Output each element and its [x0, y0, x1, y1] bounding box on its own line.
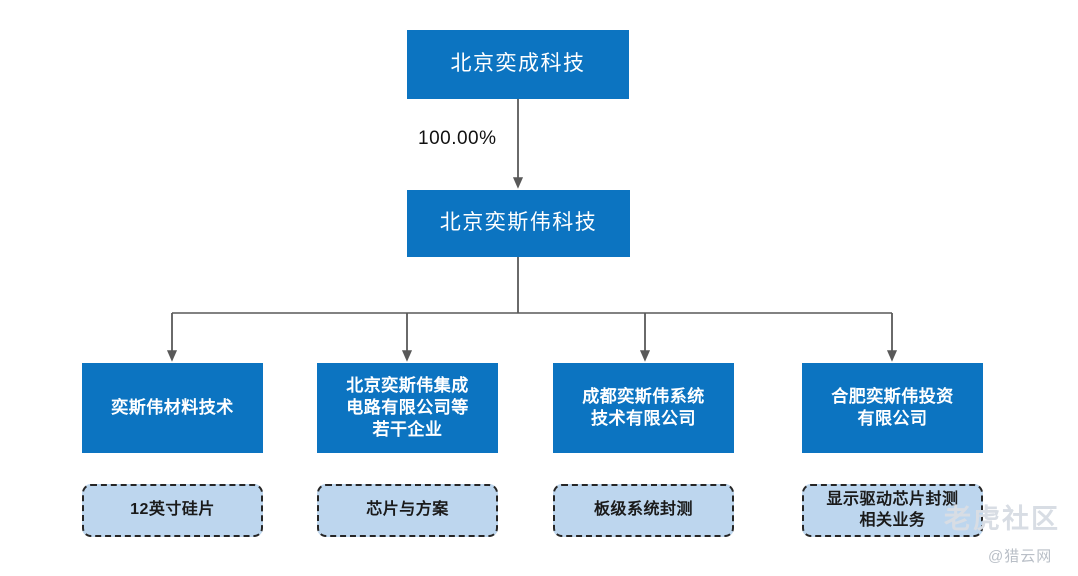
watermark-primary: 老虎社区 — [944, 504, 1060, 534]
business-tag-4[interactable]: 显示驱动芯片封测 相关业务 — [802, 484, 983, 537]
node-child-company-2[interactable]: 北京奕斯伟集成 电路有限公司等 若干企业 — [317, 363, 498, 453]
node-child-company-1[interactable]: 奕斯伟材料技术 — [82, 363, 263, 453]
business-tag-1[interactable]: 12英寸硅片 — [82, 484, 263, 537]
node-child-company-4[interactable]: 合肥奕斯伟投资 有限公司 — [802, 363, 983, 453]
business-tag-2[interactable]: 芯片与方案 — [317, 484, 498, 537]
edge-label-ownership-percent: 100.00% — [418, 128, 497, 149]
node-level2-company[interactable]: 北京奕斯伟科技 — [407, 190, 630, 257]
watermark-secondary: @猎云网 — [988, 548, 1053, 565]
node-root-company[interactable]: 北京奕成科技 — [407, 30, 629, 99]
business-tag-3[interactable]: 板级系统封测 — [553, 484, 734, 537]
node-child-company-3[interactable]: 成都奕斯伟系统 技术有限公司 — [553, 363, 734, 453]
